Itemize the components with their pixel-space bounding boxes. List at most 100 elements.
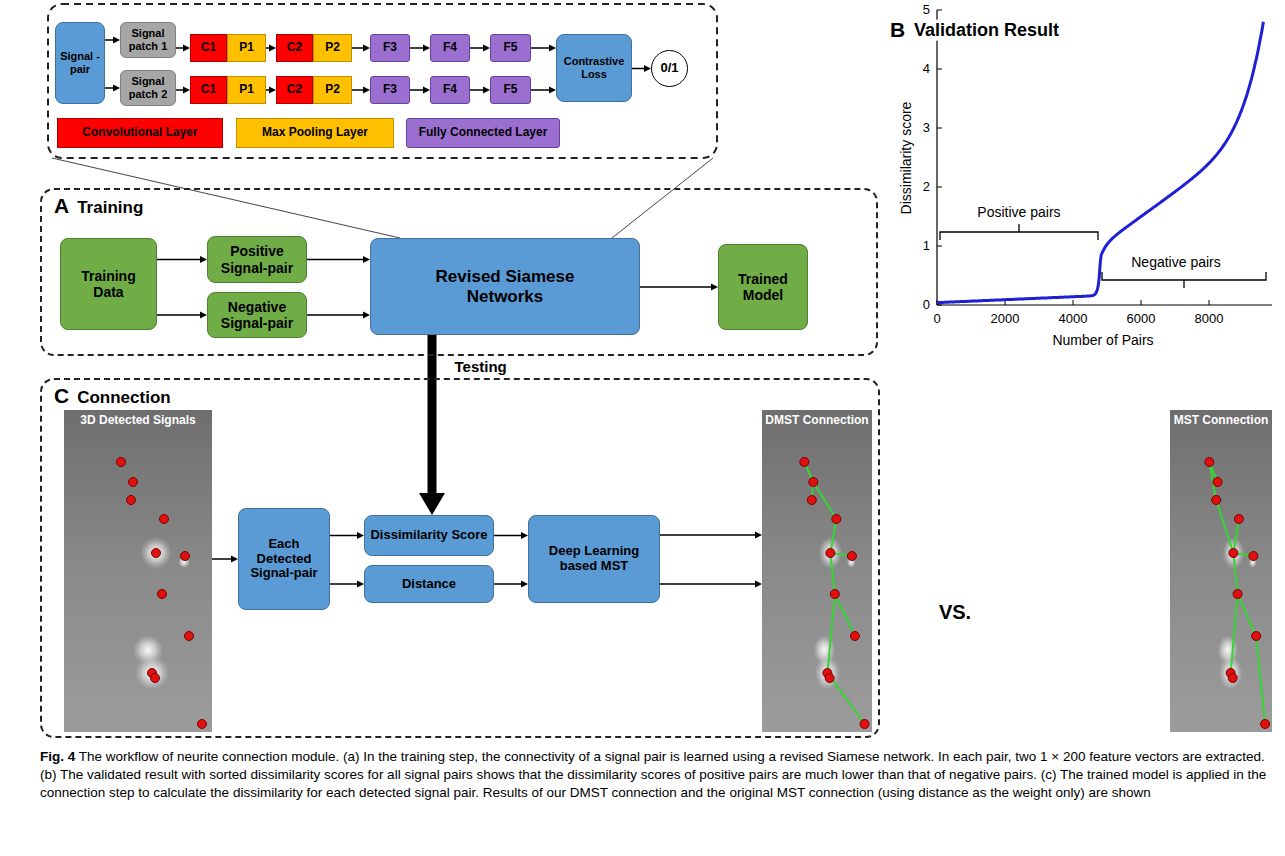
network-box: Revised Siamese Networks <box>370 238 640 335</box>
arrow-head <box>200 256 207 263</box>
fc-layer: F5 <box>490 34 531 62</box>
connector <box>494 532 528 539</box>
connector-line <box>470 47 484 49</box>
connector <box>212 556 238 563</box>
chart-title: Validation Result <box>912 20 1061 41</box>
image-panel: DMST Connection <box>762 410 872 732</box>
tick-label: 0 <box>933 312 940 327</box>
connector-line <box>410 47 424 49</box>
connector-line <box>157 314 201 316</box>
layer-key-box: Fully Connected Layer <box>406 118 560 148</box>
box-label: C2 <box>287 41 302 55</box>
arrow-head <box>269 87 276 94</box>
fc-layer: F3 <box>370 76 410 104</box>
panel-letter: A <box>54 194 69 218</box>
tick-label: 2000 <box>991 312 1020 327</box>
signal-dot <box>1213 478 1222 487</box>
tree-link <box>1256 636 1265 724</box>
image-title: MST Connection <box>1172 414 1270 427</box>
pool-layer: P1 <box>227 34 266 62</box>
tree-link <box>1231 594 1238 673</box>
tree-link <box>1238 594 1257 636</box>
connector-line <box>428 335 437 494</box>
arrow-head <box>363 87 370 94</box>
signal-dot <box>151 674 160 683</box>
score-plot <box>937 22 1263 303</box>
connector <box>307 256 370 263</box>
patch-box: Signal patch 2 <box>120 70 176 106</box>
signal-dot <box>117 458 126 467</box>
panel-heading: ATraining <box>54 194 143 218</box>
x-axis <box>937 304 1272 305</box>
positive-bracket <box>940 224 1098 240</box>
arrow-head <box>183 87 190 94</box>
signal-dot <box>830 590 839 599</box>
connector-line <box>105 39 114 41</box>
image-heading: DMST Connection <box>762 414 872 427</box>
connector <box>419 335 445 515</box>
process-box: Deep Learning based MST <box>528 515 660 603</box>
connector <box>157 256 207 263</box>
y-axis <box>936 10 937 305</box>
connection-panel: CConnection3D Detected SignalsEach Detec… <box>40 378 880 738</box>
signal-dot <box>1261 720 1270 729</box>
arrow-head <box>363 45 370 52</box>
panel-heading: CConnection <box>54 384 171 408</box>
bright-spot <box>1219 656 1242 690</box>
connector <box>330 581 364 588</box>
connector-line <box>212 558 232 560</box>
y-tick <box>937 187 942 188</box>
tick-label: 6000 <box>1127 312 1156 327</box>
process-box: Dissimilarity Score <box>364 515 494 556</box>
box-label: Max Pooling Layer <box>262 126 368 140</box>
y-tick <box>937 246 942 247</box>
x-tick <box>1209 300 1210 305</box>
image-panel: MST Connection <box>1170 410 1272 732</box>
connector <box>176 45 190 52</box>
box-label: Revised Siamese Networks <box>421 267 589 306</box>
connector <box>307 312 370 319</box>
bracket-label: Negative pairs <box>1131 254 1221 270</box>
image-heading: 3D Detected Signals <box>64 414 212 427</box>
box-label: Trained Model <box>725 271 801 303</box>
box-label: P1 <box>239 83 254 97</box>
arrow-head <box>711 284 718 291</box>
tick-label: 3 <box>923 121 930 136</box>
process-box: Distance <box>364 565 494 603</box>
arrow-head <box>200 312 207 319</box>
connector <box>632 65 651 72</box>
signal-dot <box>800 458 809 467</box>
connector <box>176 87 190 94</box>
tick-label: 4 <box>923 62 930 77</box>
signal-dot <box>825 674 834 683</box>
connector <box>266 45 276 52</box>
loss-box: Contrastive Loss <box>556 34 632 102</box>
negative-bracket <box>1102 272 1266 288</box>
tick-label: 0 <box>923 298 930 313</box>
input-box: Signal -pair <box>55 22 105 104</box>
signal-dot <box>1252 632 1261 641</box>
connector <box>470 45 490 52</box>
box-label: Signal patch 2 <box>123 75 173 100</box>
connector <box>494 581 528 588</box>
signal-dot <box>1212 496 1221 505</box>
box-label: F3 <box>383 83 397 97</box>
model-box: Trained Model <box>718 244 808 330</box>
connector <box>105 85 120 92</box>
zoom-line <box>52 158 400 238</box>
connector-line <box>176 47 184 49</box>
signal-dot <box>832 515 841 524</box>
figure-number: Fig. 4 <box>40 749 75 764</box>
signal-dot <box>158 590 167 599</box>
tick-label: 4000 <box>1059 312 1088 327</box>
bracket-label: Positive pairs <box>977 204 1060 220</box>
tree-link <box>827 594 834 673</box>
axis-title: Number of Pairs <box>1052 332 1153 348</box>
arrow-head <box>113 85 120 92</box>
box-label: Deep Learning based MST <box>531 544 657 574</box>
conv-layer: C2 <box>276 34 313 62</box>
patch-box: Signal patch 1 <box>120 22 176 58</box>
micrograph <box>762 410 872 732</box>
zoom-line <box>612 158 713 238</box>
